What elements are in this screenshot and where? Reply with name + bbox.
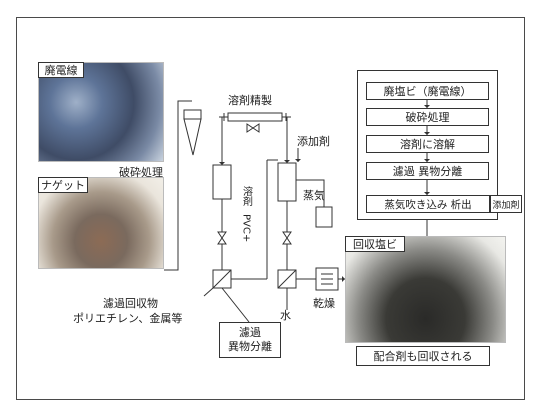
waste-wire-photo: [38, 62, 164, 162]
flow-step-3: 溶剤に溶解: [366, 135, 489, 153]
crushing-label: 破砕処理: [119, 166, 163, 179]
footer-note: 配合剤も回収される: [356, 346, 490, 366]
recovered-pvc-photo: [345, 236, 506, 343]
additive-label: 添加剤: [297, 135, 330, 148]
filtration-box: 濾過 異物分離: [219, 322, 281, 358]
solvent-side-label: 溶剤: [240, 186, 252, 206]
drying-label: 乾燥: [313, 297, 335, 310]
solvent-refining-label: 溶剤精製: [228, 94, 272, 107]
steam-label: 蒸気: [303, 189, 325, 202]
flow-step-2: 破砕処理: [366, 108, 489, 126]
flow-step-4: 濾過 異物分離: [366, 162, 489, 180]
pvc-side-label: PVC+: [240, 214, 252, 243]
flow-steps-container: [357, 70, 498, 220]
flow-additive-tag: 添加剤: [490, 195, 522, 213]
recovered-pvc-label: 回収塩ビ: [345, 236, 405, 252]
nugget-label: ナゲット: [38, 177, 88, 193]
waste-wire-label: 廃電線: [38, 62, 84, 78]
filter-recovered-label: 濾過回収物: [103, 297, 158, 310]
filtration-line-1: 濾過: [239, 326, 261, 340]
flow-step-5: 蒸気吹き込み 析出: [366, 195, 490, 213]
filtration-line-2: 異物分離: [228, 340, 272, 353]
flow-step-1: 廃塩ビ（廃電線）: [366, 82, 489, 100]
filter-recovered-detail: ポリエチレン、金属等: [73, 312, 183, 325]
water-label: 水: [280, 309, 291, 322]
